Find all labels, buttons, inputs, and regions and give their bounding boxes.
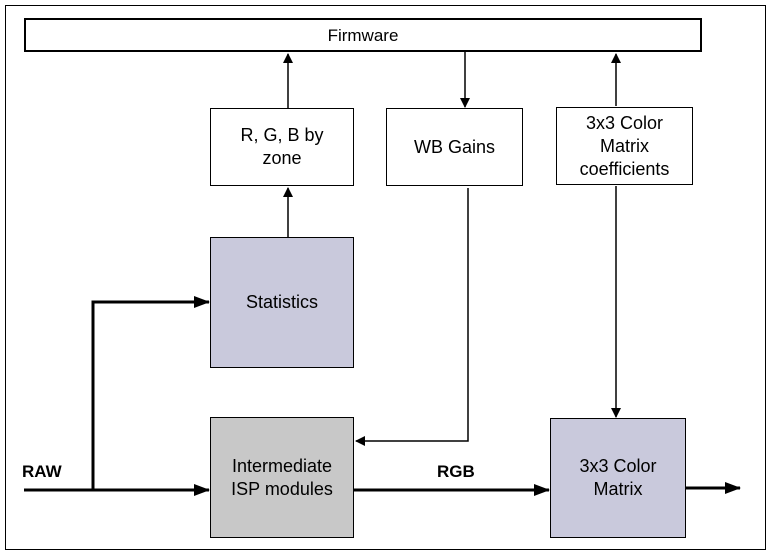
isp-modules-box: Intermediate ISP modules bbox=[210, 417, 354, 538]
firmware-label: Firmware bbox=[327, 25, 399, 45]
ccm-coeffs-line3: coefficients bbox=[579, 158, 670, 179]
ccm-coeffs-line2: Matrix bbox=[600, 135, 649, 156]
firmware-box: Firmware bbox=[24, 18, 702, 52]
arrow-raw-to-stats bbox=[91, 296, 210, 490]
rgb-by-zone-box: R, G, B by zone bbox=[210, 108, 354, 186]
rgb-label: RGB bbox=[437, 462, 475, 481]
wb-gains-label: WB Gains bbox=[413, 136, 496, 157]
color-matrix-line1: 3x3 Color bbox=[579, 456, 657, 476]
ccm-coeffs-line1: 3x3 Color bbox=[585, 112, 664, 133]
color-matrix-box: 3x3 Color Matrix bbox=[550, 418, 686, 538]
diagram-frame bbox=[5, 5, 766, 550]
ccm-coefficients-box: 3x3 Color Matrix coefficients bbox=[556, 107, 693, 185]
raw-label: RAW bbox=[22, 462, 62, 481]
statistics-label: Statistics bbox=[245, 292, 319, 312]
rgb-zone-line1: R, G, B by bbox=[240, 125, 324, 145]
statistics-box: Statistics bbox=[210, 237, 354, 368]
wb-gains-box: WB Gains bbox=[386, 108, 523, 186]
isp-line1: Intermediate bbox=[231, 455, 333, 476]
rgb-zone-line2: zone bbox=[262, 148, 302, 168]
color-matrix-line2: Matrix bbox=[593, 479, 643, 499]
arrow-wb-to-isp bbox=[355, 188, 469, 446]
isp-line2: ISP modules bbox=[231, 478, 333, 499]
